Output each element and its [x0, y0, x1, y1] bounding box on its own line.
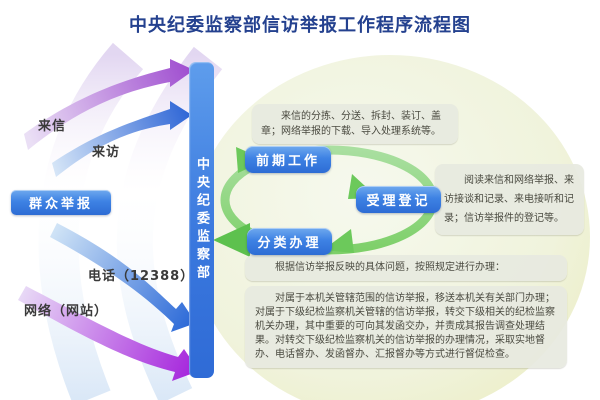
step-classified-handling-label: 分类办理 — [257, 236, 322, 251]
channel-label-web: 网络（网站） — [24, 304, 109, 319]
step-preliminary-work-label: 前期工作 — [255, 154, 320, 169]
step-classified-handling: 分类办理 — [247, 228, 332, 255]
arrow-web-icon — [18, 286, 199, 381]
central-commission-bar: 中央纪委监察部 — [189, 62, 214, 378]
step-acceptance-registration-label: 受理登记 — [366, 194, 431, 209]
channel-label-visit: 来访 — [92, 145, 121, 160]
channel-label-letter: 来信 — [38, 119, 67, 134]
channel-label-phone: 电话（12388） — [88, 269, 195, 284]
arrow-visit-icon — [52, 101, 192, 177]
note-classified-handling-detail: 对属于本机关管辖范围的信访举报，移送本机关有关部门办理；对属于下级纪检监察机关管… — [245, 286, 567, 368]
step-preliminary-work: 前期工作 — [245, 146, 331, 173]
arrow-phone-icon — [50, 223, 196, 332]
arrow-letter-icon — [24, 59, 194, 150]
page-title: 中央纪委监察部信访举报工作程序流程图 — [129, 15, 471, 36]
note-classified-handling-intro: 根据信访举报反映的具体问题，按照规定进行办理： — [245, 255, 567, 281]
central-commission-label: 中央纪委监察部 — [194, 157, 209, 283]
channel-arrows — [18, 59, 199, 381]
step-acceptance-registration: 受理登记 — [356, 186, 441, 213]
note-acceptance-registration: 阅读来信和网络举报、来访接谈和记录、来电接听和记录；信访举报件的登记等。 — [435, 164, 584, 235]
note-preliminary-work: 来信的分拣、分送、拆封、装订、盖章；网络举报的下载、导入处理系统等。 — [252, 104, 458, 144]
masses-report-label: 群众举报 — [28, 197, 93, 212]
cycle-arrow-to-bar-icon — [213, 223, 250, 257]
masses-report-box: 群众举报 — [11, 190, 111, 215]
